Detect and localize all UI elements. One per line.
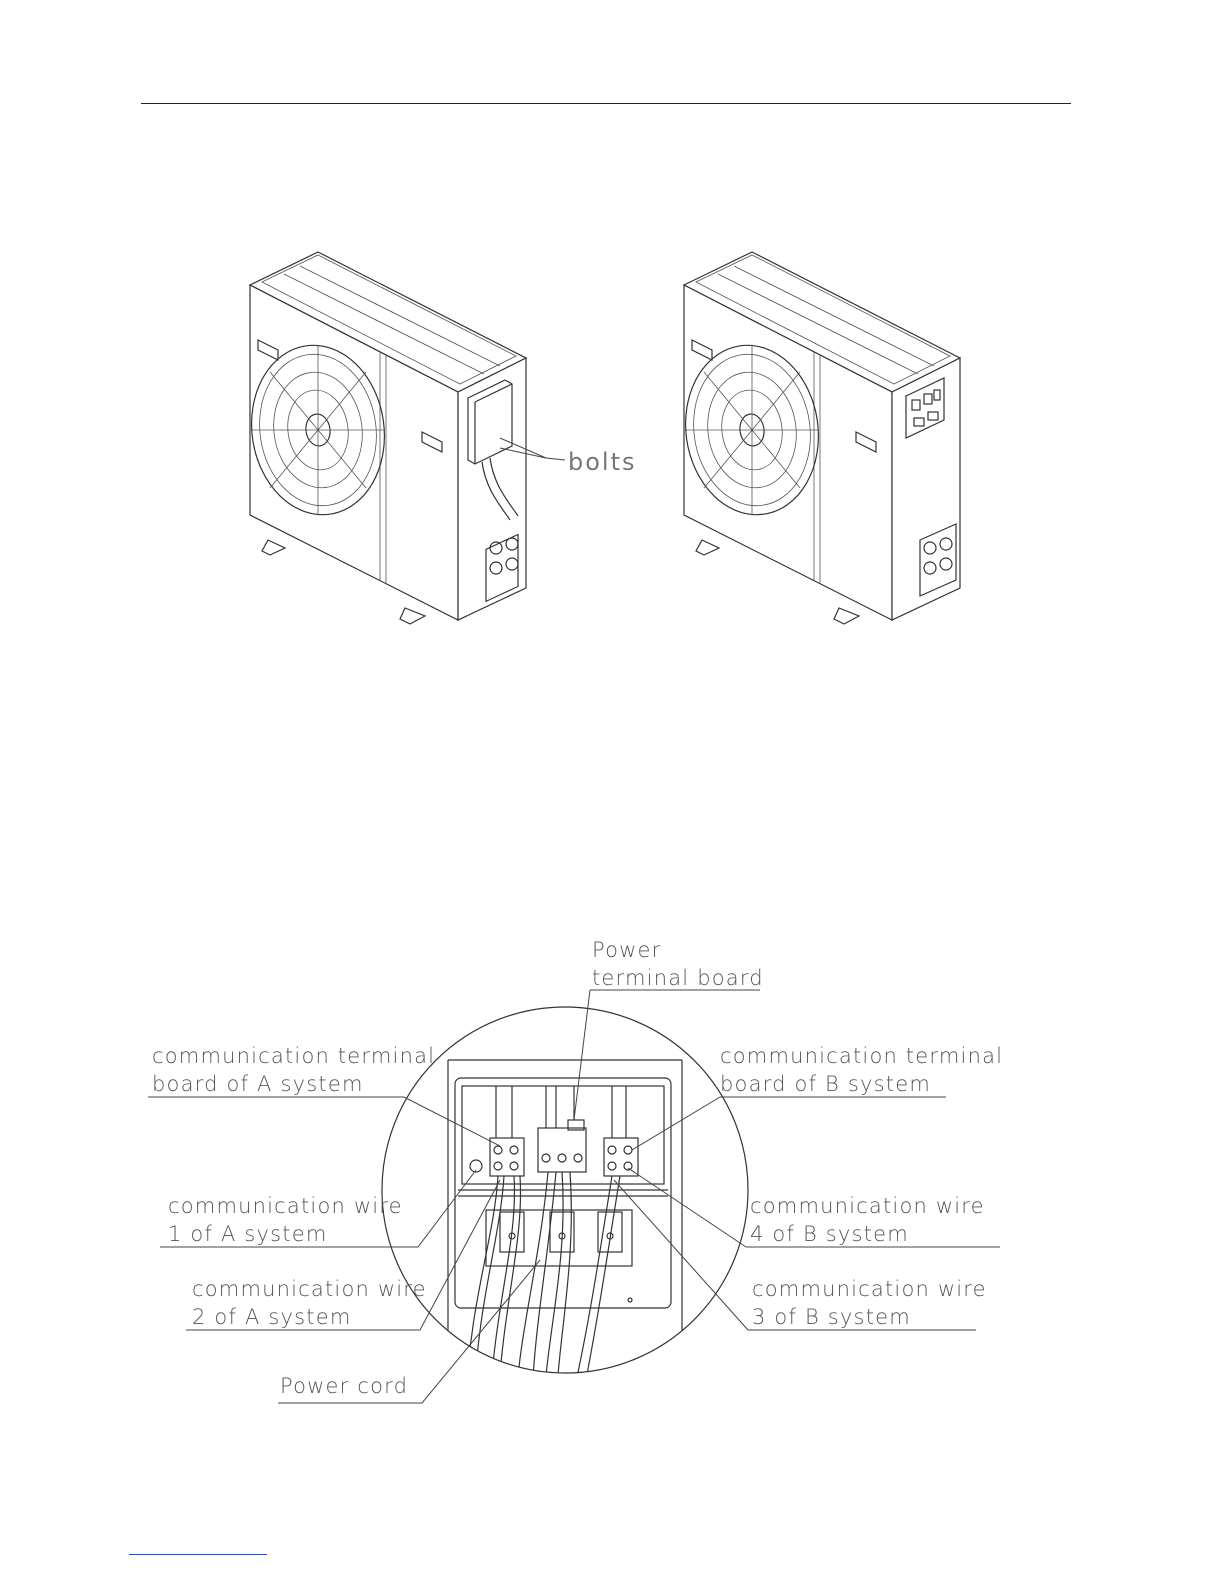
label-wire1-a-2: 1 of A system [168, 1222, 328, 1246]
outdoor-unit-without-cover [675, 252, 960, 624]
label-wire4-b-1: communication wire [750, 1194, 985, 1218]
label-wire1-a-1: communication wire [168, 1194, 403, 1218]
label-power-terminal-1: Power [592, 938, 662, 962]
label-wire3-b-1: communication wire [752, 1277, 987, 1301]
label-wire2-a-1: communication wire [192, 1277, 427, 1301]
label-comm-terminal-a-1: communication terminal [152, 1044, 435, 1068]
bolts-label: bolts [568, 448, 637, 476]
label-power-terminal-2: terminal board [592, 966, 764, 990]
label-wire3-b-2: 3 of B system [752, 1305, 911, 1329]
label-wire4-b-2: 4 of B system [750, 1222, 909, 1246]
label-comm-terminal-b-2: board of B system [720, 1072, 931, 1096]
label-comm-terminal-a-2: board of A system [152, 1072, 364, 1096]
label-comm-terminal-b-1: communication terminal [720, 1044, 1003, 1068]
label-wire2-a-2: 2 of A system [192, 1305, 352, 1329]
terminal-detail [382, 1007, 748, 1400]
outdoor-unit-with-cover [241, 252, 526, 624]
label-power-cord: Power cord [280, 1374, 408, 1398]
